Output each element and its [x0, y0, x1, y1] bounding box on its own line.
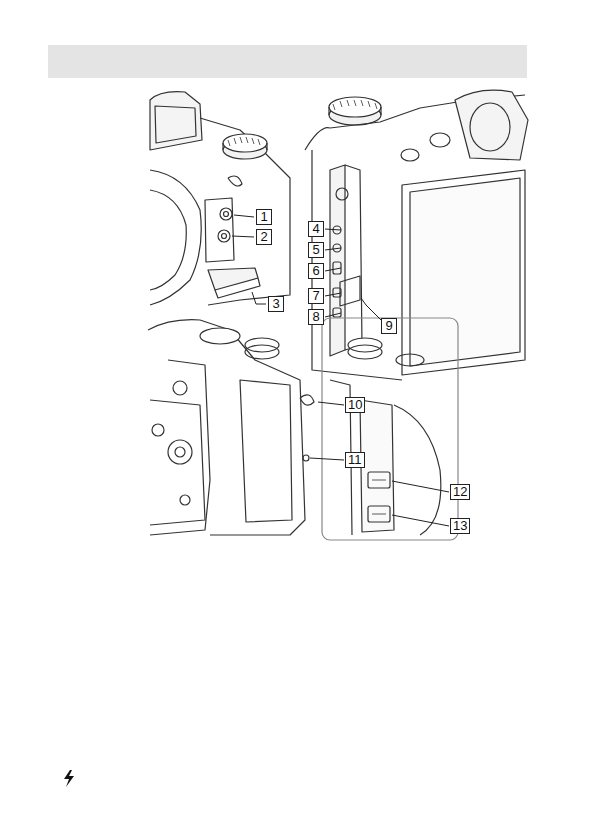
- header-band: [48, 45, 527, 78]
- callout-number: 1: [256, 209, 272, 225]
- callout-number: 11: [345, 452, 365, 468]
- callout-number: 12: [450, 484, 470, 500]
- callout-number: 10: [345, 397, 365, 413]
- callout-number: 3: [268, 296, 284, 312]
- camera-left-side: [150, 92, 290, 305]
- callout-number: 2: [256, 229, 272, 245]
- callout-number: 6: [308, 263, 324, 279]
- callout-number: 4: [308, 221, 324, 237]
- callout-number: 13: [450, 518, 470, 534]
- camera-right-side: [305, 90, 528, 380]
- camera-back-grip: [148, 320, 314, 535]
- flash-symbol: [64, 770, 74, 787]
- inset-card-slots: [322, 318, 458, 540]
- callout-number: 8: [308, 309, 324, 325]
- callout-number: 5: [308, 242, 324, 258]
- callout-number: 9: [381, 318, 397, 334]
- leader-lines: [232, 215, 449, 526]
- callout-number: 7: [308, 288, 324, 304]
